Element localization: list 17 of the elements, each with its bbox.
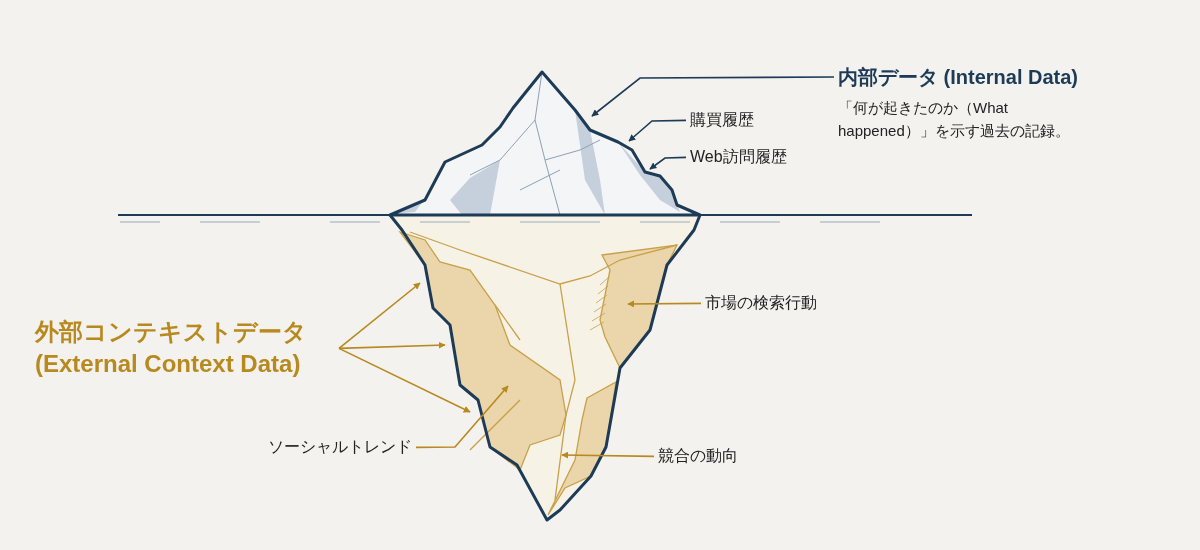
description: 「何が起きたのか（What happened）」を示す過去の記録。 — [838, 98, 1071, 142]
leader-line — [338, 347, 471, 413]
callout-label: ソーシャルトレンド — [268, 437, 412, 457]
leader-line — [338, 341, 446, 350]
heading: 内部データ (Internal Data) — [838, 65, 1080, 90]
callout-label: Web訪問履歴 — [690, 147, 787, 167]
leader-line — [628, 119, 687, 142]
heading: 外部コンテキストデータ (External Context Data) — [35, 317, 308, 380]
callout-label: 購買履歴 — [690, 110, 754, 130]
callout-label: 競合の動向 — [658, 446, 738, 466]
leader-line — [649, 156, 687, 170]
leader-line — [627, 300, 702, 308]
leader-line — [338, 282, 421, 350]
leader-line — [415, 385, 509, 449]
leader-line — [591, 76, 835, 117]
callout-label: 市場の検索行動 — [705, 293, 817, 313]
leader-line — [561, 451, 655, 459]
